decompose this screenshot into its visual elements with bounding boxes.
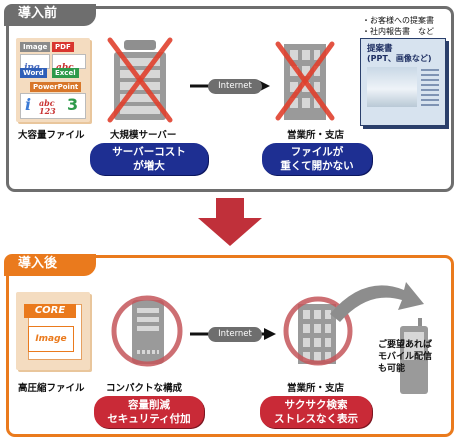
- pill-fast-search: サクサク検索 ストレスなく表示: [260, 396, 372, 428]
- branch-label-before: 営業所・支店: [287, 130, 345, 141]
- down-arrow-icon: [198, 198, 262, 246]
- server-cross-icon: [107, 37, 173, 123]
- core-image-tile: Image: [28, 326, 74, 352]
- after-panel: [6, 255, 454, 437]
- compact-server-label: コンパクトな構成: [106, 383, 183, 394]
- branch-label-after: 営業所・支店: [287, 383, 345, 394]
- compressed-files-label: 高圧縮ファイル: [18, 383, 85, 394]
- internet-badge-after: Internet: [208, 327, 262, 342]
- abc123-text: abc 123: [39, 98, 56, 116]
- mobile-note-line3: も可能: [378, 364, 406, 374]
- pill-fast-search-line2: ストレスなく表示: [274, 413, 358, 425]
- three-text: 3: [67, 95, 79, 114]
- before-panel: [6, 6, 454, 192]
- chip-pdf: PDF: [52, 42, 74, 52]
- mobile-phone-icon: [400, 318, 428, 394]
- note-report: ・社内報告書 など: [362, 27, 434, 36]
- pill-file-heavy-line1: ファイルが: [290, 146, 344, 158]
- bottom-tile: i abc 123 3: [20, 93, 86, 119]
- large-server-label: 大規模サーバー: [110, 130, 177, 141]
- core-image-text: Image: [35, 334, 67, 344]
- proposal-doc-photo: [367, 67, 417, 107]
- chip-excel: Excel: [52, 68, 79, 78]
- server-rack-icon: [114, 40, 166, 120]
- pill-fast-search-line1: サクサク検索: [284, 399, 348, 411]
- pill-server-cost-line1: サーバーコスト: [112, 146, 186, 158]
- i-text: i: [25, 95, 32, 114]
- proposal-doc-subtitle: (PPT、画像など): [367, 54, 432, 63]
- mobile-note-line2: モバイル配信: [378, 352, 433, 362]
- core-header: CORE: [24, 304, 76, 318]
- proposal-doc-title: 提案書: [367, 44, 393, 54]
- after-tab: 導入後: [4, 254, 96, 276]
- pill-server-cost-line2: が増大: [133, 160, 165, 172]
- abc-tile: abc: [52, 54, 86, 73]
- pill-file-heavy-line2: 重くて開かない: [280, 160, 354, 172]
- pill-capacity-line2: セキュリティ付加: [107, 413, 191, 425]
- server-ok-circle-icon: [111, 295, 183, 367]
- pill-file-heavy: ファイルが 重くて開かない: [262, 143, 372, 175]
- before-tab: 導入前: [4, 4, 96, 26]
- mobile-note-line1: ご要望あれば: [378, 340, 433, 350]
- curved-arrow-icon: [330, 282, 424, 322]
- pill-capacity-line1: 容量削減: [128, 399, 170, 411]
- pill-capacity-security: 容量削減 セキュリティ付加: [94, 396, 204, 428]
- pill-server-cost: サーバーコスト が増大: [90, 143, 208, 175]
- proposal-doc-lines: [421, 69, 439, 107]
- proposal-doc: 提案書 (PPT、画像など): [360, 38, 446, 126]
- chip-word: Word: [20, 68, 47, 78]
- note-proposal: ・お客様への提案書: [362, 16, 434, 25]
- building-ok-circle-icon: [283, 296, 353, 366]
- compact-server-icon: [132, 300, 164, 364]
- jpg-tile: jpg: [20, 54, 50, 73]
- chip-image: Image: [20, 42, 51, 52]
- building-after-icon: [298, 304, 336, 364]
- chip-powerpoint: PowerPoint: [30, 82, 82, 92]
- core-header-text: CORE: [34, 305, 66, 316]
- large-files-label: 大容量ファイル: [18, 130, 85, 141]
- internet-badge-before: Internet: [208, 79, 262, 94]
- building-cross-icon: [275, 41, 335, 121]
